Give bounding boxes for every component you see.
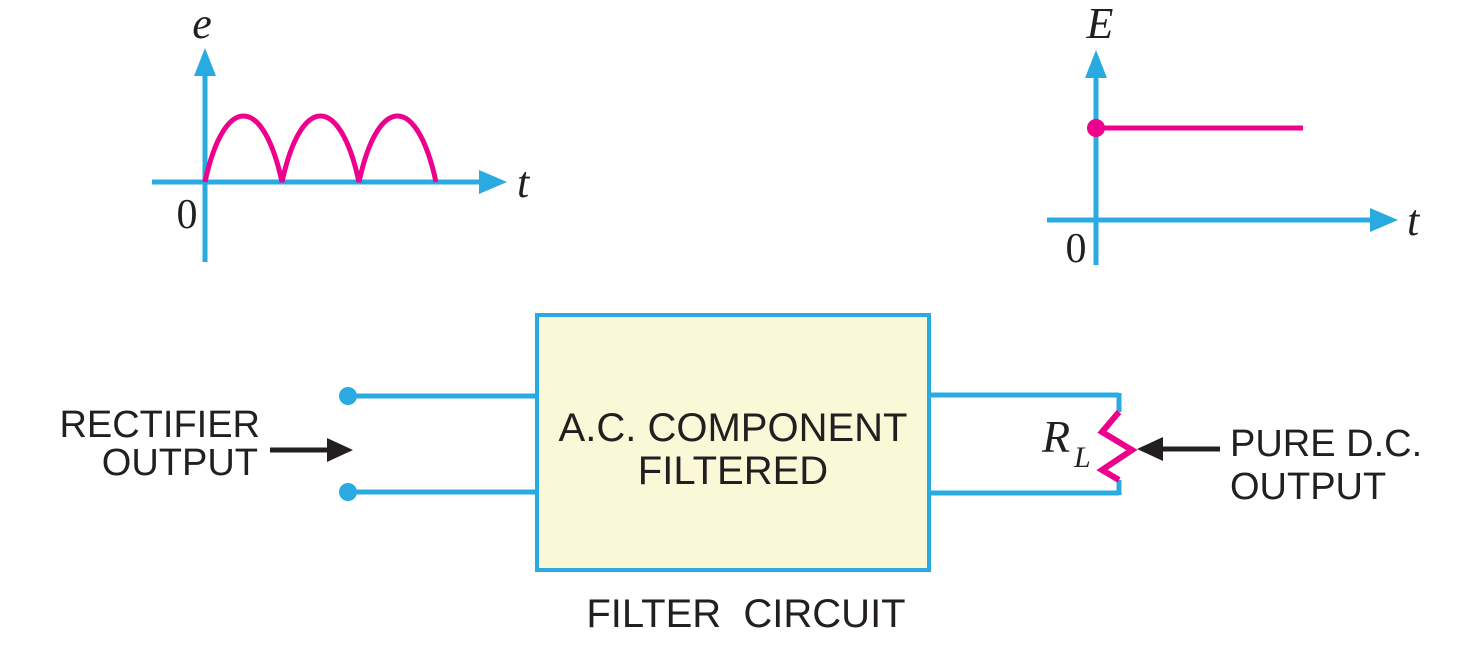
input-graph-y-axis-arrowhead-icon (194, 48, 216, 76)
input-side: RECTIFIER OUTPUT (59, 387, 539, 501)
input-label-line2: OUTPUT (102, 442, 258, 484)
load-resistor-zigzag (1096, 410, 1138, 483)
output-label-line1: PURE D.C. (1230, 423, 1422, 465)
output-graph-y-axis-label: E (1086, 0, 1114, 48)
input-terminal-bottom (339, 483, 357, 501)
filter-box: A.C. COMPONENT FILTERED FILTER CIRCUIT (535, 313, 931, 636)
filter-box-label-line1: A.C. COMPONENT (559, 406, 908, 450)
input-waveform-graph: e t 0 (152, 0, 531, 262)
input-arrow-head-icon (327, 438, 353, 462)
input-terminal-top (339, 387, 357, 405)
pulsating-dc-waveform (202, 113, 439, 183)
input-graph-x-axis-label: t (517, 158, 531, 207)
pure-dc-level-dot (1087, 119, 1105, 137)
output-side: R L PURE D.C. OUTPUT (927, 392, 1422, 508)
output-label-line2: OUTPUT (1230, 466, 1386, 508)
filter-box-rect (535, 313, 931, 572)
filter-box-label-line2: FILTERED (638, 449, 828, 493)
input-label-line1: RECTIFIER (59, 404, 260, 446)
filter-box-caption: FILTER CIRCUIT (586, 592, 905, 636)
output-graph-x-axis-arrowhead-icon (1370, 208, 1398, 232)
output-waveform-graph: E t 0 (1047, 0, 1421, 272)
output-graph-y-axis-arrowhead-icon (1085, 50, 1107, 78)
load-resistor-symbol: R (1041, 411, 1070, 462)
load-resistor-subscript: L (1073, 441, 1091, 474)
input-graph-y-axis-label: e (192, 0, 212, 48)
output-graph-origin-label: 0 (1066, 226, 1087, 272)
input-graph-origin-label: 0 (177, 192, 198, 238)
output-graph-x-axis-label: t (1407, 196, 1421, 245)
output-arrow-head-icon (1137, 437, 1163, 461)
input-graph-x-axis-arrowhead-icon (479, 170, 507, 194)
